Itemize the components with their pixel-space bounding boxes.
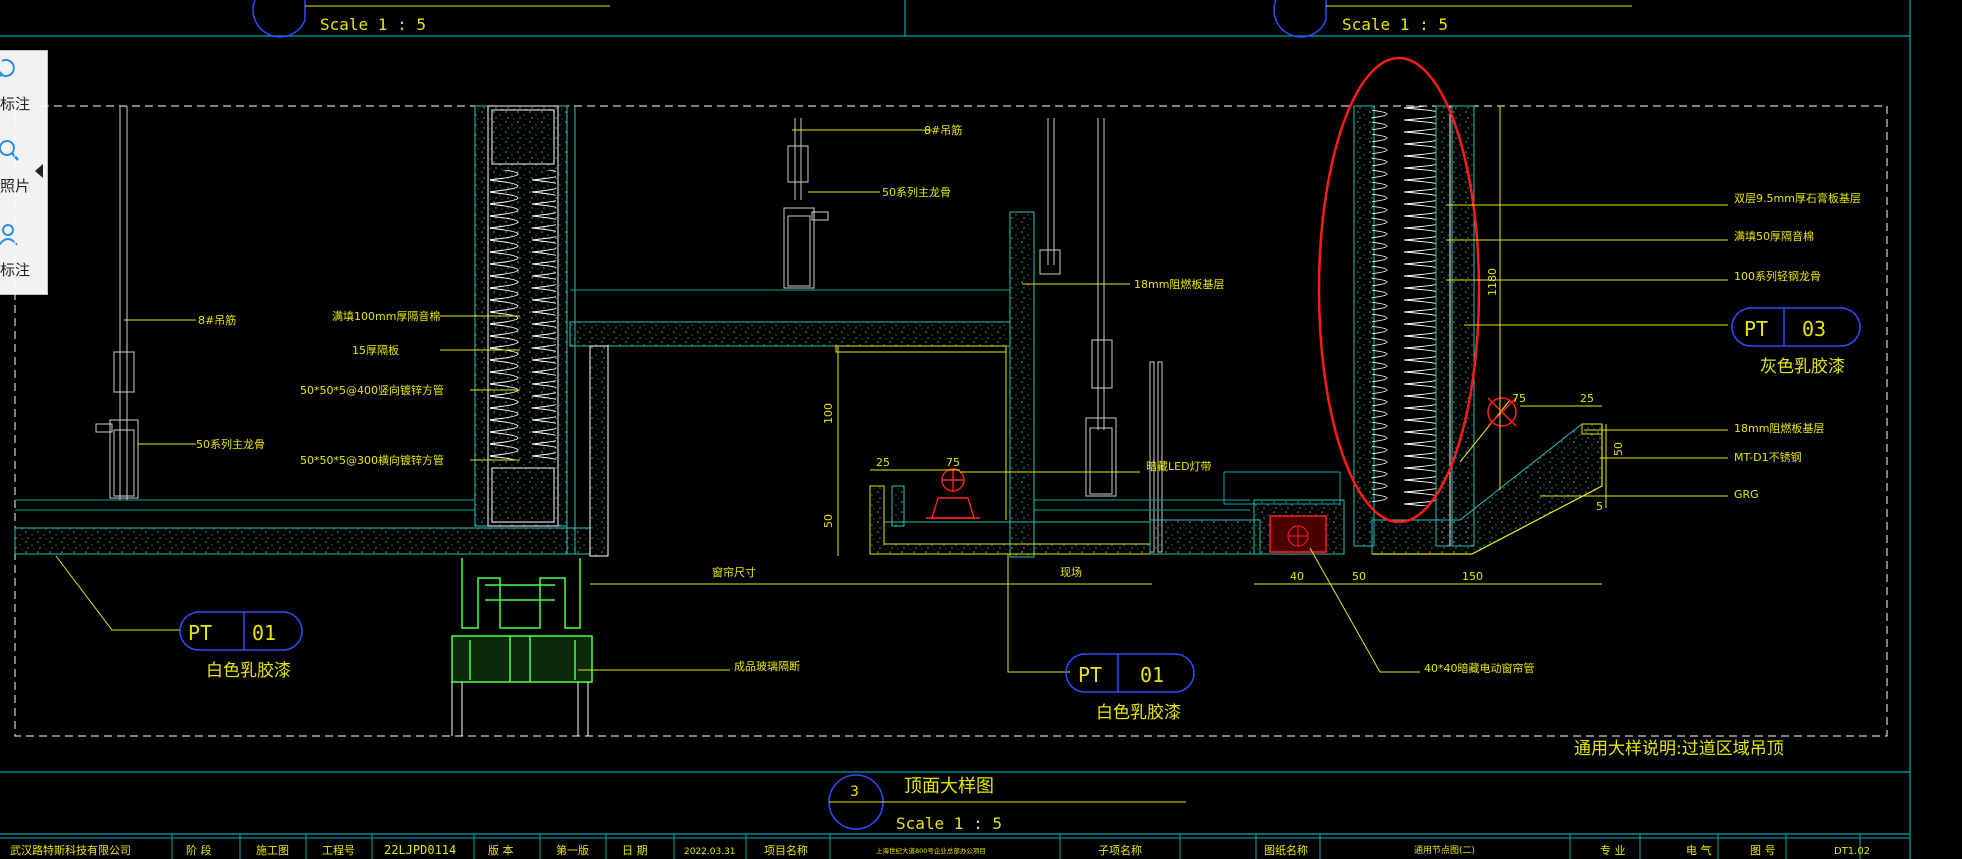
tag-1-num: 01 [252,621,276,645]
label-gypsum-9-5: 双层9.5mm厚石膏板基层 [1734,191,1861,205]
tb-date-label: 日 期 [622,844,648,857]
label-led: 暗藏LED灯带 [1146,459,1212,473]
left-ceiling-slab [14,106,591,555]
tb-subitem-label: 子项名称 [1098,843,1142,857]
tb-project-name: 上海世纪大道800号企业总部办公项目 [876,846,986,855]
label-steel-300: 50*50*5@300横向镀锌方管 [300,453,444,467]
photo-tool-label: 照片 [0,177,31,195]
tag-1-code: PT [188,621,212,645]
tb-stage: 施工图 [256,844,289,857]
dim-50-right: 50 [1612,442,1625,456]
tb-drawing-name: 通用节点图(二) [1414,845,1475,856]
label-keel-100: 100系列轻钢龙骨 [1734,269,1821,283]
dim-100: 100 [822,403,835,424]
tag-2-num: 01 [1140,663,1164,687]
label-rockwool-100: 满填100mm厚隔音棉 [332,309,440,323]
label-main-keel-left: 50系列主龙骨 [196,437,265,451]
annotate-tool[interactable]: 标注 [0,51,31,113]
led-fixture [926,468,980,519]
label-mt-01: MT-D1不锈钢 [1734,451,1802,464]
tb-date: 2022.03.31 [684,847,736,857]
label-base-18-right: 18mm阻燃板基层 [1734,421,1824,435]
top-scale-callout-2: Scale 1 : 5 [1273,0,1632,38]
top-scale-1: Scale 1 : 5 [320,15,426,34]
tb-stage-label: 阶 段 [186,843,212,857]
tb-version: 第一版 [556,843,589,857]
dim-75: 75 [946,456,960,469]
mid-hanger [783,118,1163,553]
detail-callout: 3 顶面大样图 Scale 1 : 5 [828,774,1186,833]
photo-tool[interactable]: 照片 [0,133,31,195]
top-scale-callout-1: Scale 1 : 5 [252,0,610,38]
label-tube: 40*40暗藏电动窗帘管 [1424,661,1535,675]
sheet-frame [0,0,1911,859]
tag-3-code: PT [1744,317,1768,341]
detail-scale: Scale 1 : 5 [896,814,1002,833]
dim-75-right: 75 [1512,392,1526,405]
label-board-15: 15厚隔板 [352,343,399,357]
detail-num: 3 [850,784,859,800]
general-note: 通用大样说明:过道区域吊顶 [1574,739,1784,759]
label-grg: GRG [1734,488,1759,501]
dim-5: 5 [1596,500,1603,513]
curtain-motor-tube [1253,499,1345,555]
material-tag-1: PT 01 白色乳胶漆 [179,611,303,681]
label-rockwool-50: 满填50厚隔音棉 [1734,229,1814,243]
annotate-tool-label: 标注 [0,95,31,113]
tag-2-code: PT [1078,663,1102,687]
label-glass: 成品玻璃隔断 [734,659,800,673]
dim-40: 40 [1290,570,1304,583]
title-block: 武汉路特斯科技有限公司 阶 段 施工图 工程号 22LJPD0114 版 本 第… [0,834,1910,859]
dim-50: 50 [822,514,835,528]
markup-rotate-handle [1487,397,1517,427]
tb-discipline: 电 气 [1686,843,1712,857]
tb-project-no: 22LJPD0114 [384,843,456,857]
material-tag-2: PT 01 白色乳胶漆 [1065,653,1195,723]
label-main-keel-mid: 50系列主龙骨 [882,185,951,199]
tag-1-desc: 白色乳胶漆 [206,661,291,681]
tag-2-desc: 白色乳胶漆 [1096,703,1181,723]
dim-1180: 1180 [1486,268,1499,296]
tb-project-no-label: 工程号 [322,844,355,857]
dimension-lines [590,106,1607,585]
tb-discipline-label: 专 业 [1600,843,1626,857]
detail-boundary [14,105,1888,737]
right-insulated-partition [1353,105,1475,547]
markup-ellipse [1317,56,1481,524]
label-steel-400: 50*50*5@400竖向镀锌方管 [300,383,444,397]
annotate-icon [0,59,15,77]
collapse-toolbar-button[interactable] [35,164,43,178]
label-site: 现场 [1060,565,1082,579]
upper-beam [569,211,1035,558]
glass-partition-profile [451,558,593,736]
label-hanger-8-left: 8#吊筋 [198,313,236,327]
tb-version-label: 版 本 [488,843,514,857]
detail-title: 顶面大样图 [904,776,994,797]
tag-3-desc: 灰色乳胶漆 [1760,357,1845,377]
label-curtain-size: 窗帘尺寸 [712,565,756,579]
insulated-wall-column [474,105,576,554]
material-tag-3: PT 03 灰色乳胶漆 [1731,307,1861,377]
tb-drawing-name-label: 图纸名称 [1264,843,1308,857]
label-base-18-mid: 18mm阻燃板基层 [1134,277,1224,291]
tb-sheet-no: DT1.02 [1834,846,1870,857]
tb-sheet-no-label: 图 号 [1750,844,1776,857]
label-hanger-8-mid: 8#吊筋 [924,123,962,137]
tb-project-name-label: 项目名称 [764,843,808,857]
top-scale-2: Scale 1 : 5 [1342,15,1448,34]
dim-50-bottom: 50 [1352,570,1366,583]
dim-25-right: 25 [1580,392,1594,405]
curtain-pocket [837,346,1341,555]
dim-150: 150 [1462,570,1483,583]
dim-25: 25 [876,456,890,469]
side-toolbar: 标注 照片 标注 [0,50,48,295]
tag-3-num: 03 [1802,317,1826,341]
tb-company: 武汉路特斯科技有限公司 [10,843,131,857]
leader-lines [55,129,1728,673]
